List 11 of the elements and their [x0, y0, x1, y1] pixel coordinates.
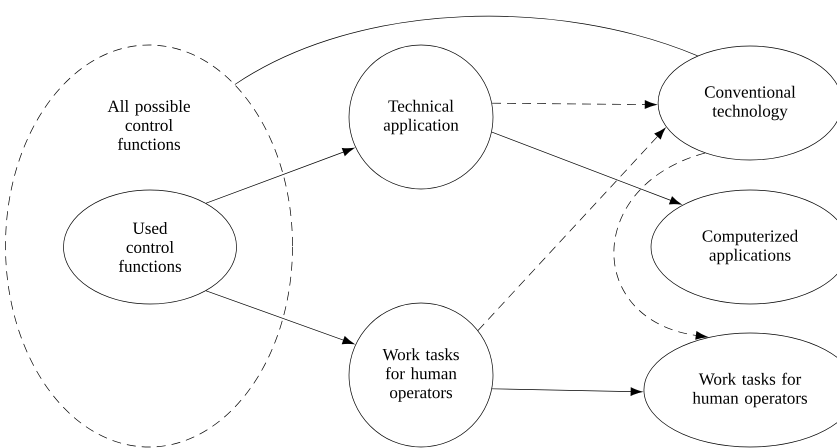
circle-node: Work tasks for human operators: [348, 302, 494, 448]
arrow: [478, 128, 666, 331]
arrow: [492, 100, 657, 109]
connector-line: [234, 16, 698, 85]
arrow: [206, 148, 354, 204]
arrow: [206, 290, 354, 344]
circle-node: Technical application: [348, 44, 494, 190]
arrow: [492, 387, 642, 396]
arrow: [614, 152, 708, 340]
ellipse-node: Used control functions: [63, 190, 237, 304]
arrow: [491, 132, 682, 205]
